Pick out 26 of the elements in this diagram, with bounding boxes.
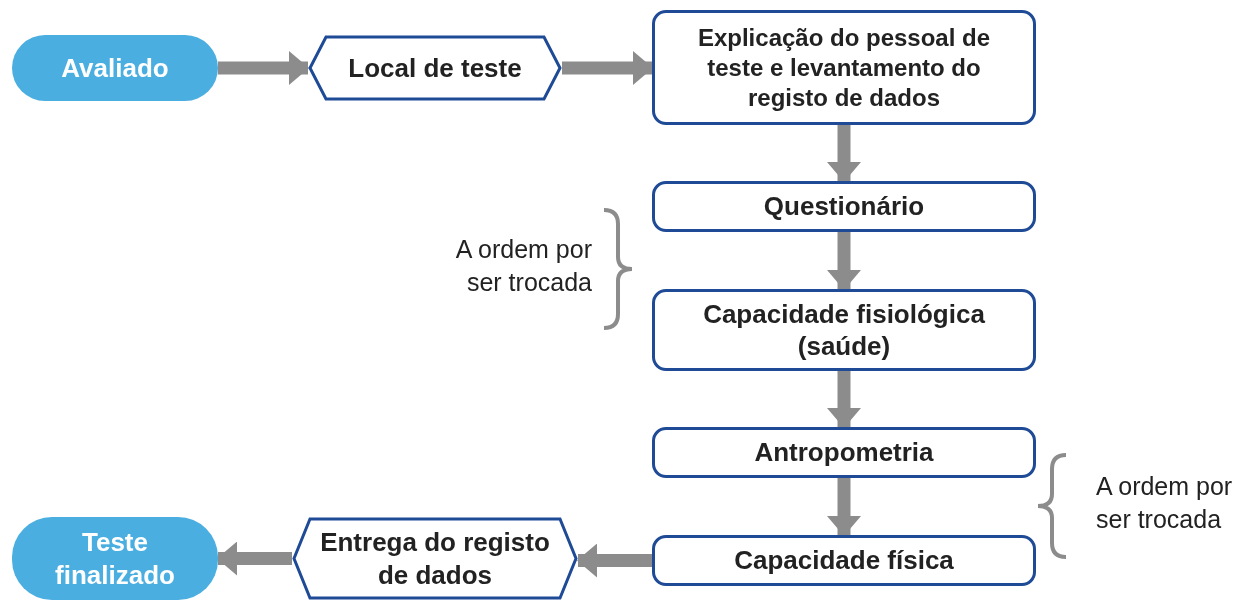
hexagon-box (292, 517, 578, 600)
process-box (652, 181, 1036, 232)
note-text: A ordem por ser trocada (1096, 471, 1234, 535)
node-label: Teste finalizado (54, 526, 176, 591)
block-arrow (827, 371, 861, 428)
node-label: Antropometria (753, 436, 935, 469)
node-label: Questionário (762, 190, 926, 223)
process-box (652, 427, 1036, 478)
node-label: Local de teste (347, 51, 523, 85)
block-arrow (217, 541, 292, 576)
node-label: Entrega do registo de dados (319, 526, 551, 591)
note-text: A ordem por ser trocada (454, 234, 592, 298)
block-arrow (827, 232, 861, 290)
block-arrow (827, 478, 861, 536)
block-arrow (827, 125, 861, 182)
block-arrow (218, 51, 309, 85)
process-box (652, 10, 1036, 125)
process-box (652, 289, 1036, 371)
block-arrow (562, 51, 653, 85)
hexagon-box (308, 35, 562, 101)
process-box (652, 535, 1036, 586)
node-label: Avaliado (60, 51, 170, 85)
node-label: Capacidade física (733, 544, 955, 577)
node-label: Capacidade fisiológica (saúde) (702, 297, 986, 363)
node-label: Explicação do pessoal de teste e levantamento do registo de dados (696, 22, 992, 113)
block-arrow (577, 543, 652, 578)
